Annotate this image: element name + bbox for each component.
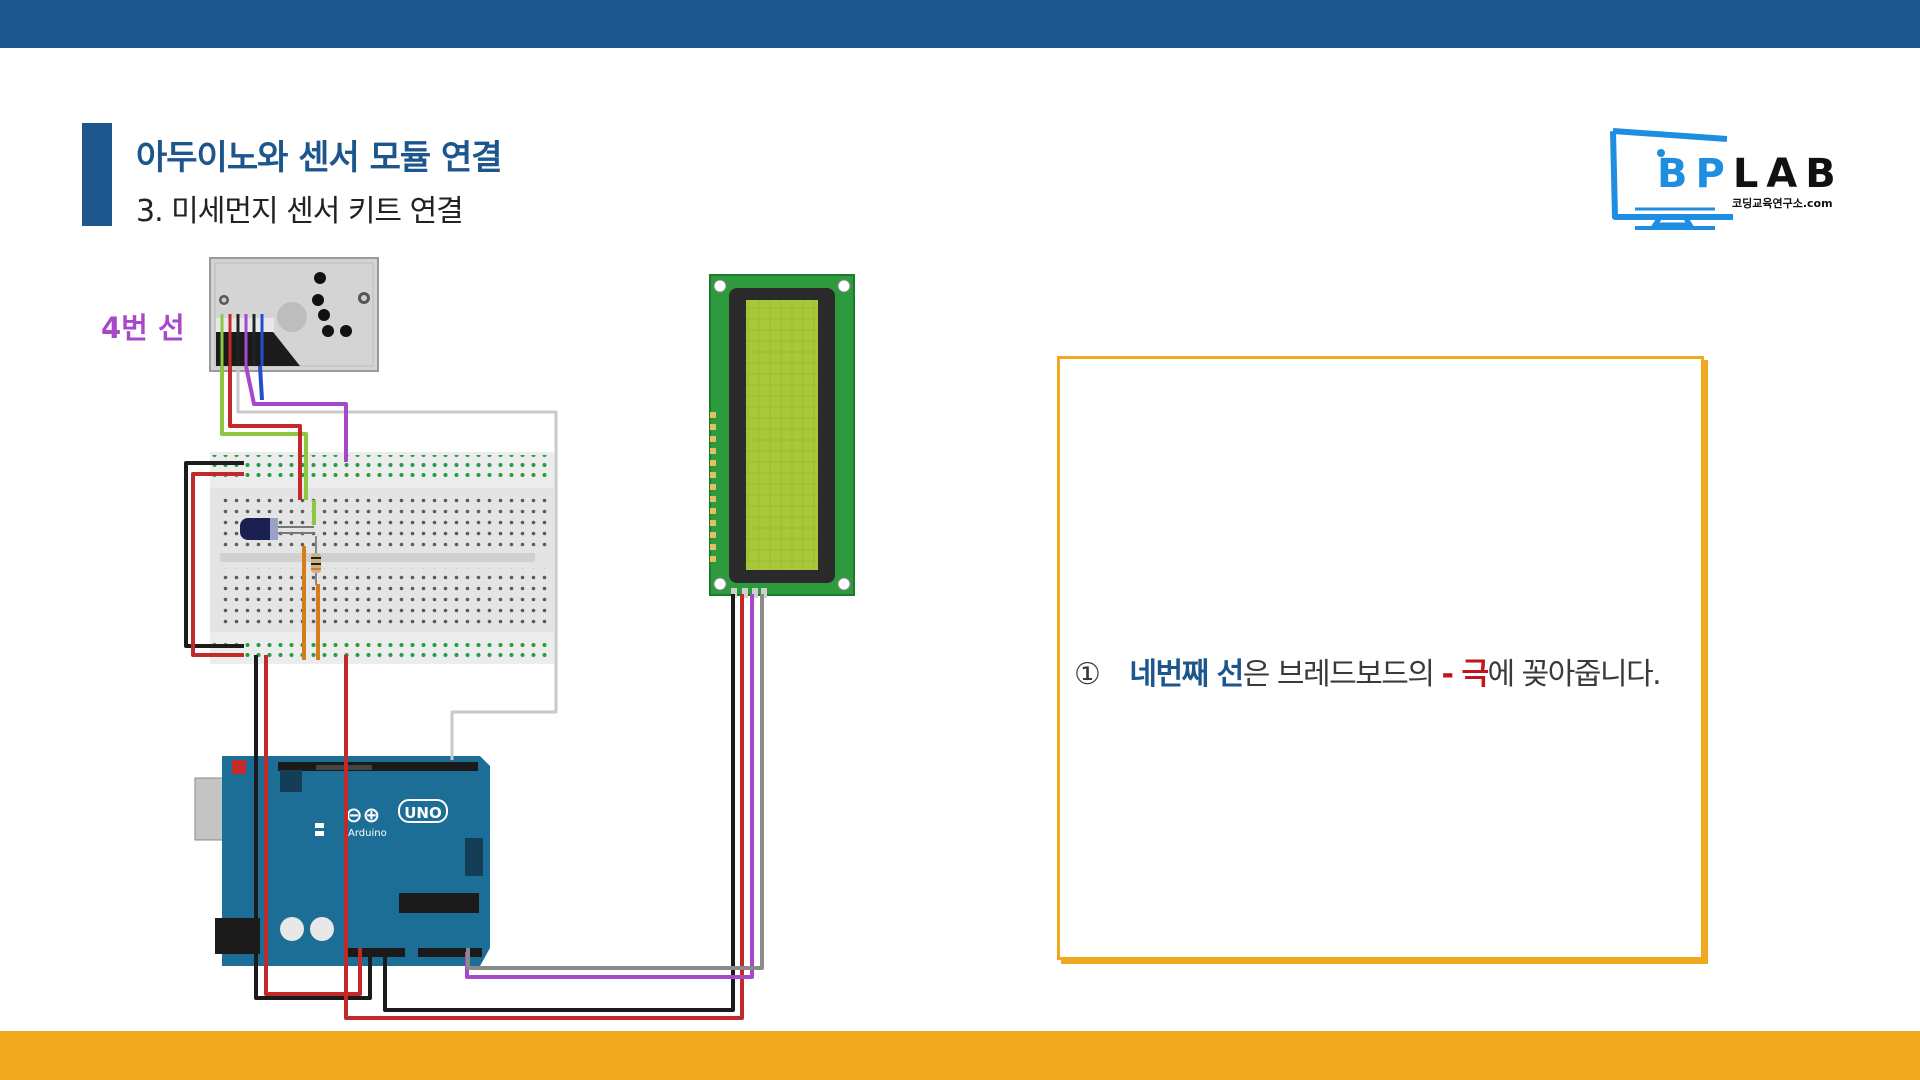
wire-4-label: 4번 선 — [101, 311, 185, 345]
instruction-text-mid: 은 브레드보드의 — [1242, 657, 1442, 692]
monitor-icon — [1610, 128, 1733, 230]
keyword-negative-pole: - 극 — [1441, 657, 1490, 692]
arduino-brand-label: Arduino — [348, 828, 387, 839]
instruction-text: ① 네번째 선은 브레드보드의 - 극에 꽂아줍니다. — [1074, 649, 1662, 693]
bplab-logo: BPLAB 코딩교육연구소.com — [1605, 125, 1845, 230]
uno-infinity-icon: ⊖⊕ — [345, 803, 380, 827]
keyword-fourth-wire: 네번째 선 — [1129, 657, 1244, 692]
instruction-box: ① 네번째 선은 브레드보드의 - 극에 꽂아줍니다. — [1057, 356, 1704, 960]
step-number: ① — [1074, 657, 1101, 692]
lcd-module — [709, 274, 855, 598]
dust-sensor — [209, 257, 379, 372]
bottom-bar — [0, 1031, 1920, 1080]
wires — [184, 365, 764, 1020]
page-subtitle: 3. 미세먼지 센서 키트 연결 — [136, 194, 464, 229]
breadboard — [210, 452, 554, 664]
arduino-uno-board: ⊖⊕ UNO Arduino — [194, 756, 490, 966]
uno-board-label: UNO — [404, 804, 442, 822]
instruction-text-end: 에 꽂아줍니다. — [1487, 657, 1662, 692]
logo-tagline: 코딩교육연구소.com — [1732, 197, 1833, 210]
logo-wordmark: BPLAB — [1657, 151, 1844, 197]
page-title: 아두이노와 센서 모듈 연결 — [136, 138, 503, 178]
top-bar — [0, 0, 1920, 48]
title-accent-bar — [82, 123, 112, 226]
